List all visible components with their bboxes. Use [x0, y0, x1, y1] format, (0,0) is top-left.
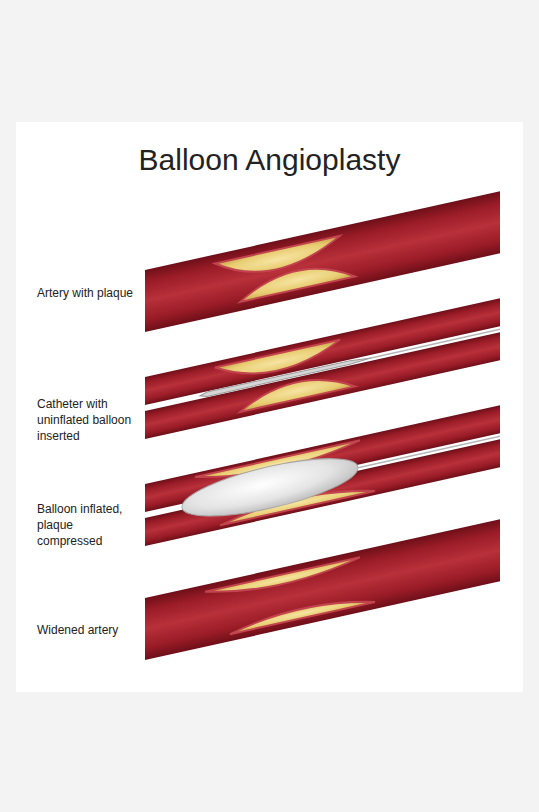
- plaque: [240, 258, 355, 302]
- uninflated-balloon: [200, 356, 371, 398]
- catheter-wire: [358, 436, 500, 467]
- artery-wall: [145, 439, 500, 546]
- artery-wall: [145, 519, 500, 660]
- catheter-wire: [371, 329, 500, 358]
- compressed-plaque: [205, 557, 360, 601]
- inflated-balloon: [182, 447, 358, 528]
- step-label: Artery with plaque: [37, 285, 139, 301]
- step-label: Balloon inflated, plaque compressed: [37, 501, 139, 549]
- step-label: Widened artery: [37, 622, 139, 638]
- title: Balloon Angioplasty: [0, 142, 539, 178]
- artery-with-inflated-balloon: [145, 405, 500, 546]
- panel: [16, 122, 523, 692]
- step-label: Catheter with uninflated balloon inserte…: [37, 396, 139, 444]
- compressed-plaque: [230, 593, 375, 635]
- widened-artery: [145, 519, 500, 660]
